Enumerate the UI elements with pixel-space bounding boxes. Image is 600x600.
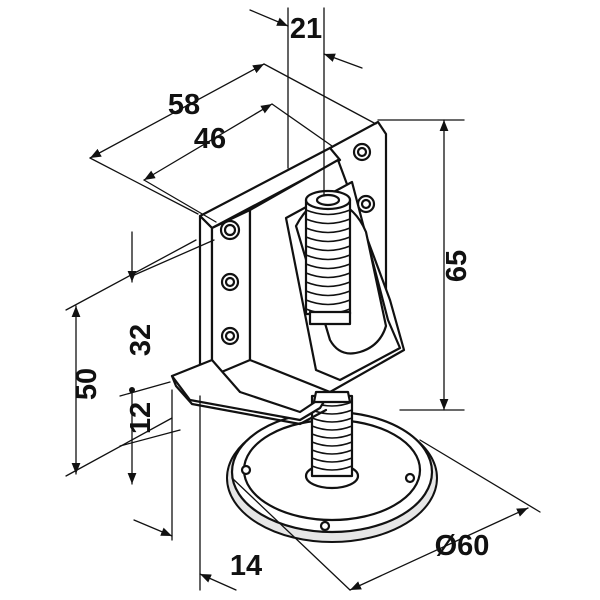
lower-threaded-stem: [310, 394, 354, 478]
dim-21-label: 21: [290, 13, 322, 45]
dim-32-label: 32: [125, 324, 157, 356]
dimension-32: 32: [125, 231, 215, 393]
dimension-diameter-60: Ø60: [231, 439, 541, 591]
dim-60-label: Ø60: [435, 530, 490, 562]
dim-46-label: 46: [194, 123, 226, 155]
dim-58-label: 58: [168, 89, 200, 121]
dimension-46: 46: [143, 103, 333, 223]
dimension-12: 12: [119, 381, 181, 485]
dimension-14: 14: [133, 389, 262, 591]
dimension-21: 21: [249, 7, 363, 197]
dim-65-label: 65: [441, 250, 473, 282]
upper-threaded-bolt: [304, 189, 352, 326]
dim-14-label: 14: [230, 550, 262, 582]
dimension-50: 50: [65, 239, 197, 477]
dimension-65: 65: [377, 119, 473, 411]
dim-50-label: 50: [71, 368, 103, 400]
dim-12-label: 12: [125, 402, 157, 434]
